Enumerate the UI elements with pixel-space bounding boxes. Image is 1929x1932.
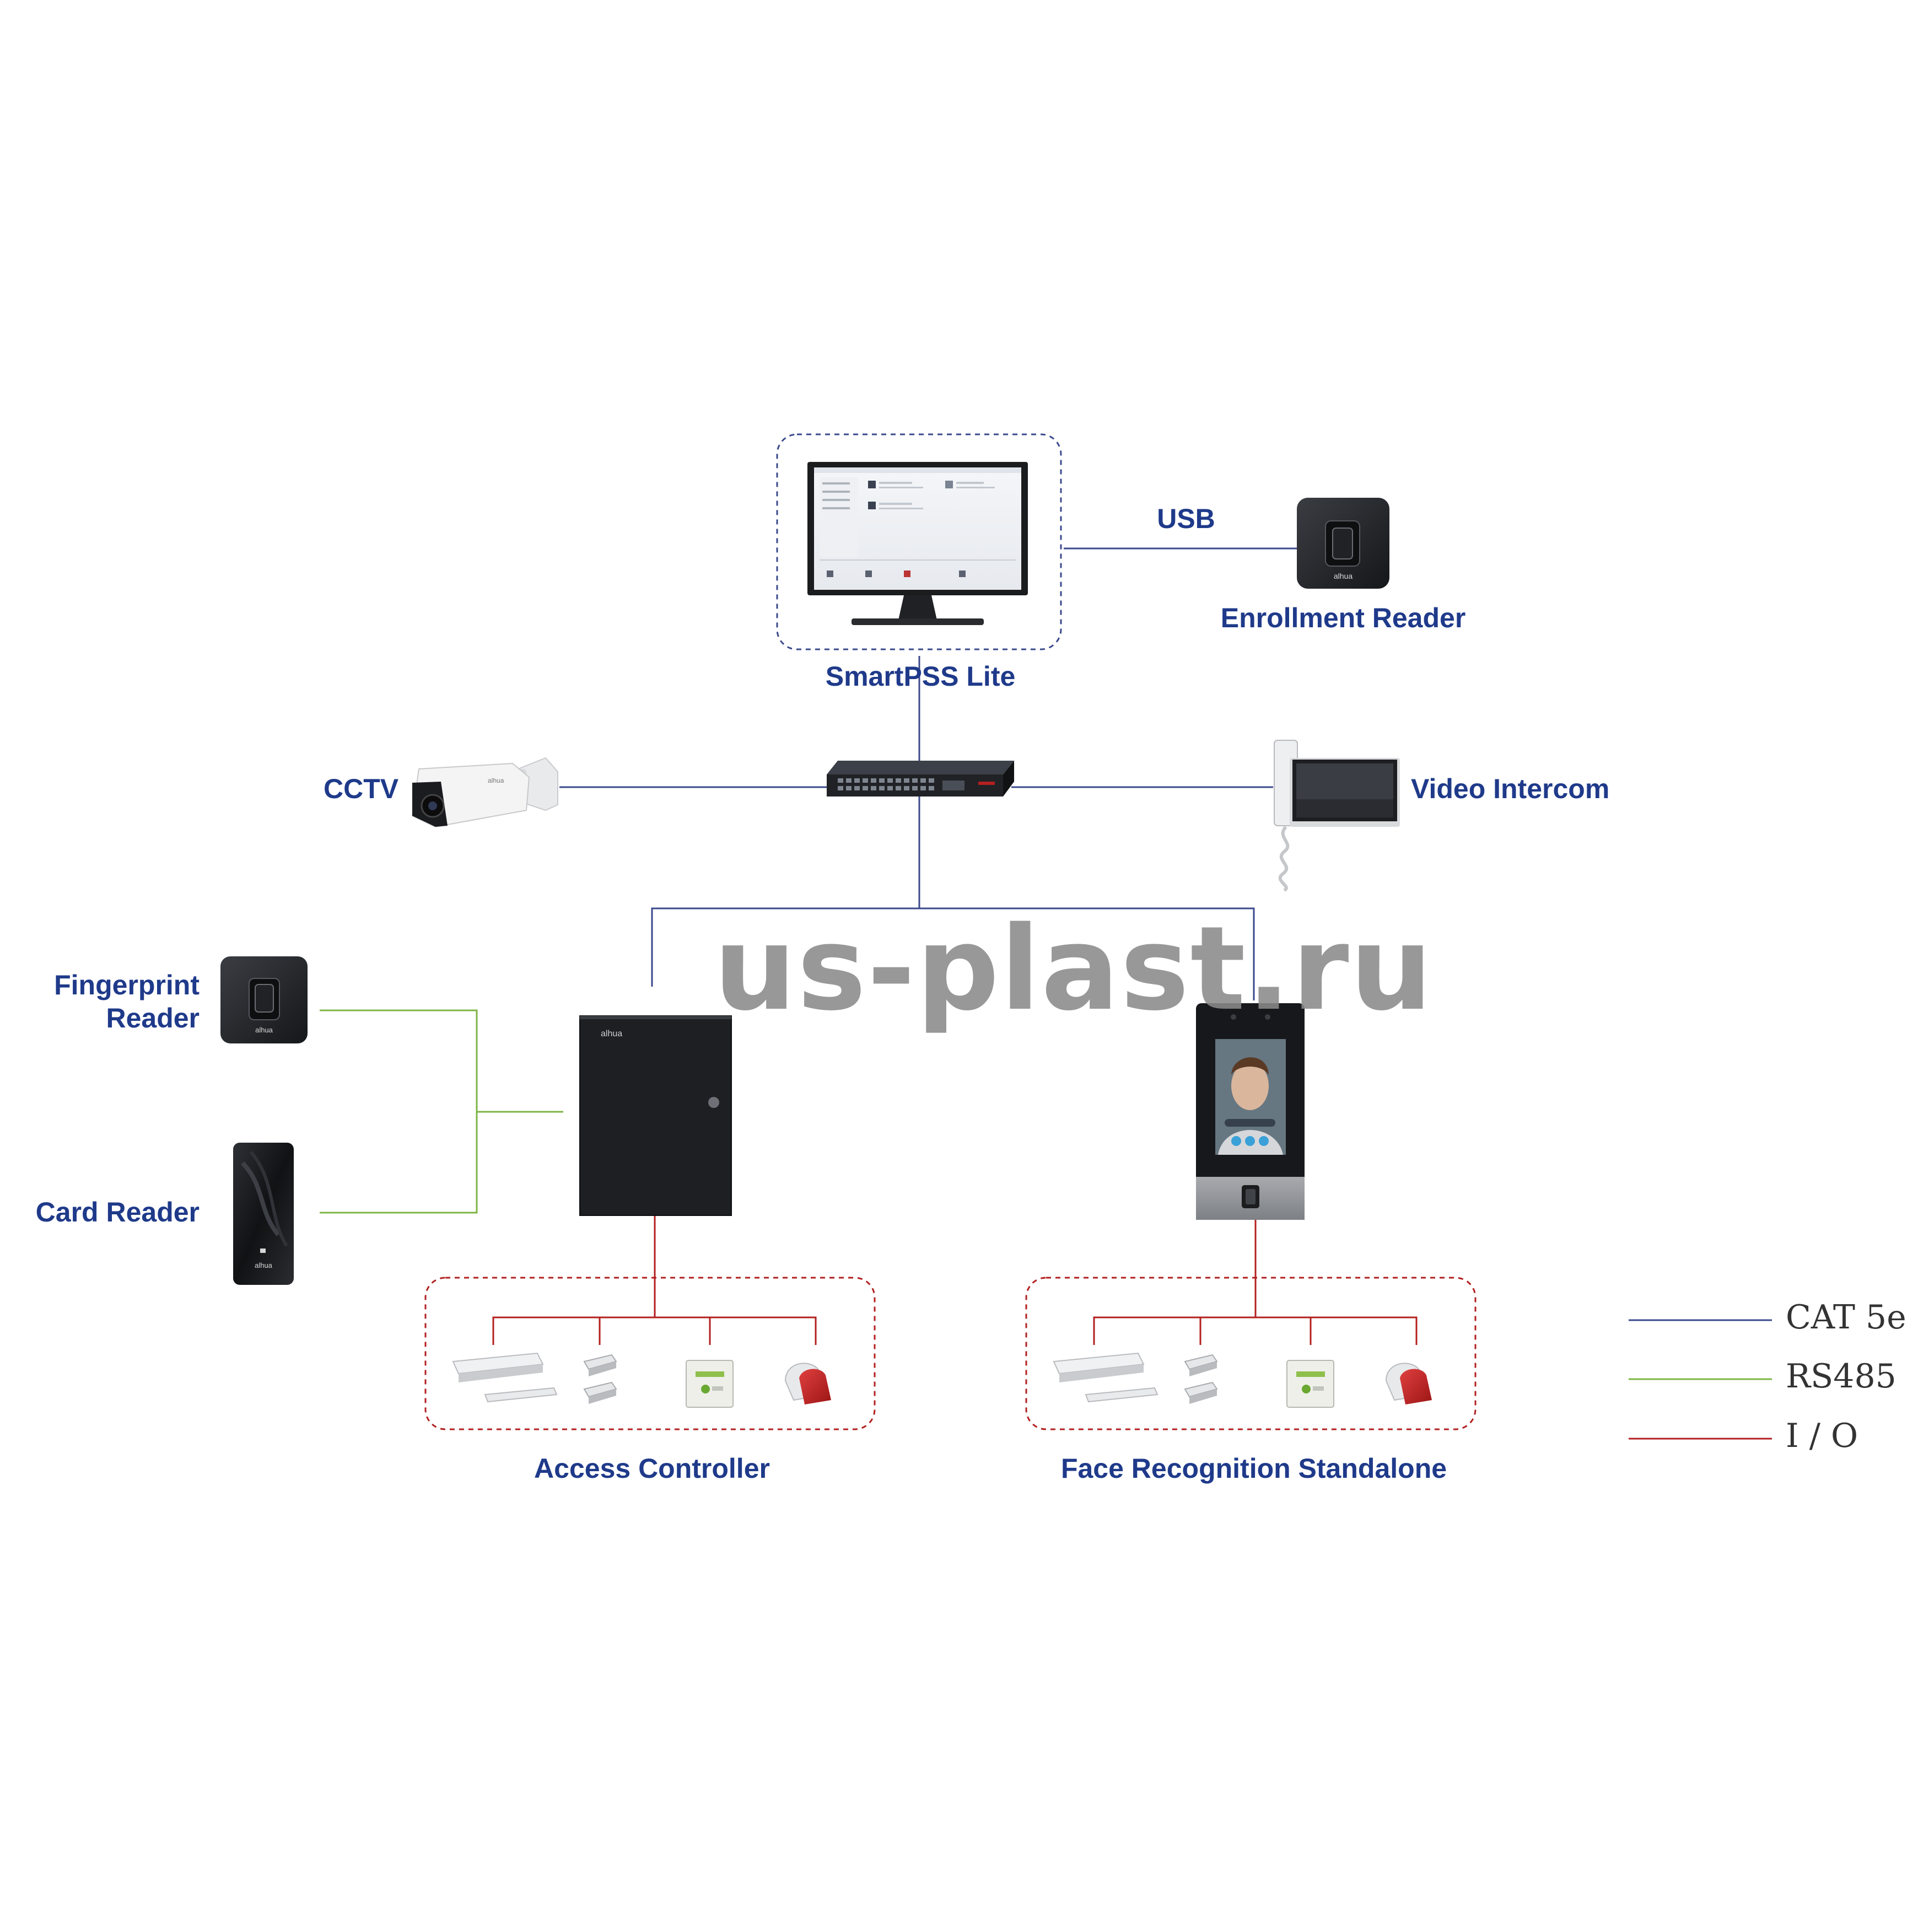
face-recognition-icon <box>1196 1003 1305 1220</box>
watermark: us-plast.ru <box>714 901 1434 1036</box>
access-controller-icon: alhua <box>579 1015 732 1216</box>
ac-maglock-icon <box>452 1352 558 1403</box>
controllers-bus <box>651 907 1255 1000</box>
cctv-label: CCTV <box>324 773 399 804</box>
face-maglock-icon <box>1053 1352 1159 1403</box>
face-siren-icon <box>1385 1363 1432 1404</box>
fingerprint-brand: alhua <box>255 1026 273 1034</box>
legend-cat5e-label: CAT 5e <box>1786 1298 1906 1337</box>
legend-io-label: I / O <box>1786 1417 1858 1455</box>
video-intercom-label: Video Intercom <box>1411 773 1610 804</box>
face-io-group-box <box>1025 1277 1477 1430</box>
cat5e-connections <box>559 547 1298 1000</box>
ac-io-bus <box>492 1316 817 1345</box>
ac-io-group-box <box>424 1277 876 1430</box>
fingerprint-reader-icon: alhua <box>220 956 308 1043</box>
face-door-sensor-icon <box>1184 1354 1218 1404</box>
fingerprint-reader-label-line2: Reader <box>106 1003 200 1034</box>
smartpss-label: SmartPSS Lite <box>825 661 1016 692</box>
card-reader-label: Card Reader <box>35 1197 200 1228</box>
legend-rs485-label: RS485 <box>1786 1357 1896 1396</box>
enrollment-brand: alhua <box>1334 572 1353 580</box>
card-reader-icon: alhua <box>233 1143 294 1285</box>
access-controller-label: Access Controller <box>534 1453 770 1484</box>
ac-siren-icon <box>784 1363 831 1404</box>
io-connections <box>492 1215 1418 1345</box>
fingerprint-reader-label-line1: Fingerprint <box>54 970 200 1000</box>
face-io-bus <box>1093 1316 1418 1345</box>
usb-label: USB <box>1157 503 1215 534</box>
cctv-camera-icon: alhua <box>411 757 558 828</box>
enrollment-reader-icon: alhua <box>1297 498 1389 589</box>
enrollment-reader-label: Enrollment Reader <box>1220 602 1466 633</box>
legend-lines <box>1629 1319 1772 1440</box>
face-exit-button-icon <box>1286 1360 1334 1408</box>
cctv-brand: alhua <box>488 777 504 784</box>
ac-exit-button-icon <box>686 1360 734 1408</box>
card-reader-brand: alhua <box>255 1261 273 1269</box>
readers-bus <box>320 1009 478 1214</box>
face-recognition-label: Face Recognition Standalone <box>1060 1453 1447 1484</box>
network-switch-icon <box>827 761 1014 797</box>
ac-door-sensor-icon <box>583 1354 617 1404</box>
controller-brand: alhua <box>601 1029 622 1038</box>
pc-group-box <box>776 433 1062 650</box>
rs485-connections <box>320 1009 563 1214</box>
monitor-icon <box>807 462 1028 625</box>
video-intercom-icon <box>1274 740 1400 892</box>
